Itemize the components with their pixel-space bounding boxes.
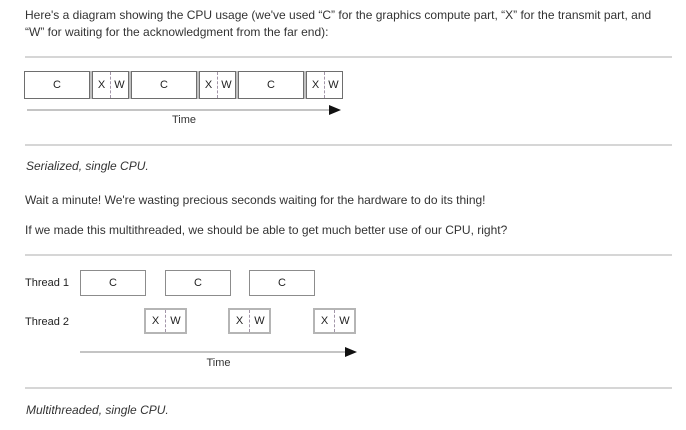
- compute-box: C: [131, 71, 197, 99]
- compute-label: C: [194, 277, 202, 289]
- wait-cell: W: [324, 72, 342, 98]
- figure-caption-serialized: Serialized, single CPU.: [26, 159, 149, 173]
- divider-rule: [25, 56, 672, 58]
- transmit-wait-box: X W: [306, 71, 343, 99]
- compute-label: C: [53, 79, 61, 91]
- transmit-cell: X: [320, 315, 329, 327]
- serialized-cpu-diagram: C X W C X W C X W: [24, 71, 343, 99]
- compute-label: C: [278, 277, 286, 289]
- time-axis-arrow: [27, 104, 341, 116]
- compute-box: C: [80, 270, 146, 296]
- transmit-wait-box: X W: [144, 308, 187, 334]
- body-paragraph: If we made this multithreaded, we should…: [25, 223, 508, 237]
- arrow-head-icon: [329, 105, 341, 115]
- wait-cell: W: [334, 310, 354, 332]
- transmit-cell: X: [235, 315, 244, 327]
- transmit-wait-box: X W: [313, 308, 356, 334]
- arrow-head-icon: [345, 347, 357, 357]
- divider-rule: [25, 254, 672, 256]
- time-axis-arrow: [80, 346, 357, 358]
- intro-paragraph: Here's a diagram showing the CPU usage (…: [25, 8, 652, 39]
- compute-box: C: [165, 270, 231, 296]
- arrow-line: [80, 351, 345, 353]
- transmit-wait-box: X W: [199, 71, 236, 99]
- wait-cell: W: [165, 310, 185, 332]
- compute-label: C: [160, 79, 168, 91]
- wait-cell: W: [249, 310, 269, 332]
- compute-label: C: [267, 79, 275, 91]
- transmit-cell: X: [151, 315, 160, 327]
- thread2-label: Thread 2: [25, 316, 70, 328]
- figure-caption-multithreaded: Multithreaded, single CPU.: [26, 403, 169, 417]
- transmit-wait-box: X W: [228, 308, 271, 334]
- compute-box: C: [249, 270, 315, 296]
- body-paragraph: Wait a minute! We're wasting precious se…: [25, 193, 486, 207]
- compute-box: C: [238, 71, 304, 99]
- transmit-cell: X: [204, 79, 213, 91]
- compute-label: C: [109, 277, 117, 289]
- time-label: Time: [171, 114, 197, 126]
- time-label: Time: [206, 357, 231, 369]
- wait-cell: W: [110, 72, 128, 98]
- divider-rule: [25, 387, 672, 389]
- transmit-cell: X: [97, 79, 106, 91]
- transmit-cell: X: [311, 79, 320, 91]
- wait-cell: W: [217, 72, 235, 98]
- compute-box: C: [24, 71, 90, 99]
- arrow-line: [27, 109, 329, 111]
- thread1-label: Thread 1: [25, 277, 70, 289]
- transmit-wait-box: X W: [92, 71, 129, 99]
- divider-rule: [25, 144, 672, 146]
